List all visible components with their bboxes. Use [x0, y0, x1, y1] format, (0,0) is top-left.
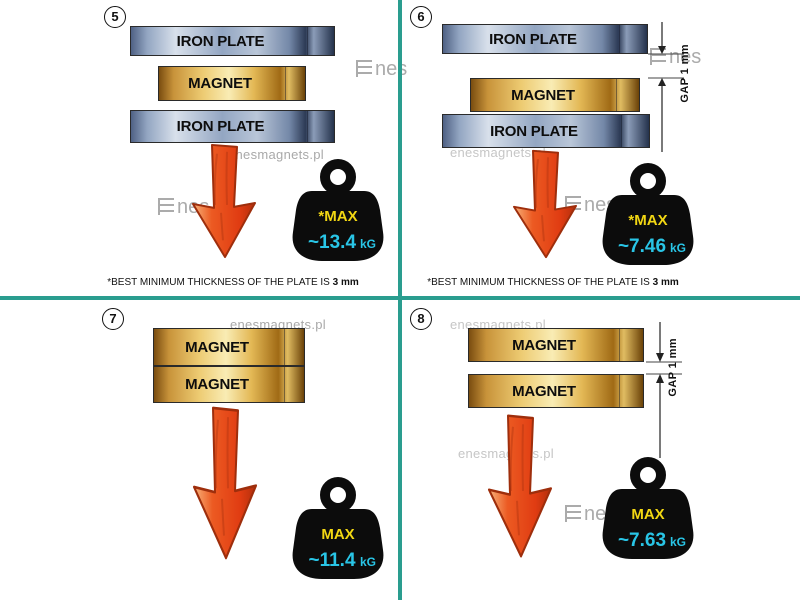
weight-max-label: *MAX — [318, 208, 357, 225]
weight-value: ~7.63 — [618, 530, 666, 551]
panel-number: 5 — [104, 6, 126, 28]
magnet-bottom-bar: MAGNET — [468, 374, 644, 408]
magnet-bar: MAGNET — [470, 78, 640, 112]
iron-plate-top-bar: IRON PLATE — [442, 24, 648, 54]
layer-label: MAGNET — [185, 338, 249, 356]
panel-number: 8 — [410, 308, 432, 330]
weight-max-label: MAX — [321, 526, 354, 543]
gap-label: GAP 1 mm — [679, 44, 691, 103]
layer-label: IRON PLATE — [490, 122, 578, 140]
enes-logo-e-icon — [565, 505, 581, 522]
vertical-divider — [398, 0, 402, 600]
panel-number: 6 — [410, 6, 432, 28]
gap-dimension-lines — [646, 322, 682, 458]
weight-kettlebell: MAX ~7.63 kG — [602, 457, 694, 559]
panel-7: 7 MAGNET MAGNET MAX ~11.4 kG — [0, 300, 400, 600]
weight-unit: kG — [670, 535, 686, 549]
weight-value: ~7.46 — [618, 236, 666, 257]
footnote: *BEST MINIMUM THICKNESS OF THE PLATE IS … — [107, 277, 359, 288]
layer-label: MAGNET — [188, 75, 252, 92]
down-arrow — [513, 149, 577, 259]
gap-label: GAP 1 mm — [667, 338, 679, 397]
magnet-top-bar: MAGNET — [153, 328, 305, 366]
watermark-text: enesmagnets.pl — [228, 147, 324, 162]
weight-value: ~11.4 — [308, 550, 355, 571]
panel-6: 6 IRON PLATE MAGNET IRON PLATE GAP 1 mm … — [400, 0, 800, 300]
down-arrow — [488, 414, 552, 558]
iron-plate-bottom-bar: IRON PLATE — [130, 110, 335, 143]
magnet-bar: MAGNET — [158, 66, 306, 101]
down-arrow — [192, 143, 256, 259]
layer-label: IRON PLATE — [176, 118, 265, 135]
panel-number: 7 — [102, 308, 124, 330]
layer-label: MAGNET — [511, 86, 575, 104]
horizontal-divider — [0, 296, 800, 300]
layer-label: IRON PLATE — [489, 30, 577, 48]
magnet-top-bar: MAGNET — [468, 328, 644, 362]
layer-label: MAGNET — [512, 336, 576, 354]
down-arrow — [193, 406, 257, 560]
gap-dimension-lines — [648, 22, 684, 152]
weight-kettlebell: *MAX ~13.4 kG — [292, 159, 384, 261]
weight-unit: kG — [360, 237, 376, 251]
footnote: *BEST MINIMUM THICKNESS OF THE PLATE IS … — [427, 277, 679, 288]
iron-plate-top-bar: IRON PLATE — [130, 26, 335, 56]
panel-8: 8 MAGNET MAGNET GAP 1 mm MAX ~7.63 kG — [400, 300, 800, 600]
weight-max-label: *MAX — [628, 212, 667, 229]
magnet-bottom-bar: MAGNET — [153, 366, 305, 403]
weight-kettlebell: MAX ~11.4 kG — [292, 477, 384, 579]
weight-unit: kG — [360, 555, 376, 569]
weight-kettlebell: *MAX ~7.46 kG — [602, 163, 694, 265]
layer-label: IRON PLATE — [176, 32, 265, 50]
iron-plate-bottom-bar: IRON PLATE — [442, 114, 650, 148]
layer-label: MAGNET — [185, 376, 249, 393]
weight-max-label: MAX — [631, 506, 664, 523]
enes-logo-e-icon — [356, 60, 372, 77]
enes-logo-e-icon — [158, 198, 174, 215]
panel-5: 5 IRON PLATE MAGNET IRON PLATE *MAX ~13.… — [0, 0, 400, 300]
watermark-text: enesmagnets.pl — [450, 145, 546, 160]
weight-unit: kG — [670, 241, 686, 255]
layer-label: MAGNET — [512, 382, 576, 400]
weight-value: ~13.4 — [308, 232, 357, 253]
